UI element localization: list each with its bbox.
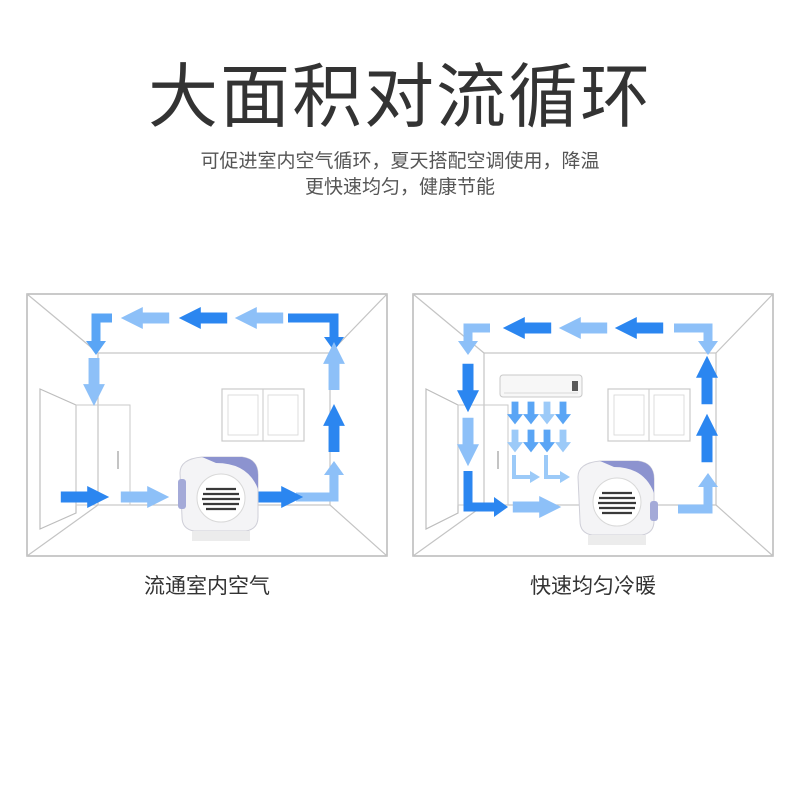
air-flow-arrows: [60, 307, 345, 508]
fan-icon: [178, 456, 259, 541]
cold-air-arrows: [507, 401, 571, 483]
air-flow-arrows: [457, 317, 718, 518]
subtitle-line-2: 更快速均匀，健康节能: [304, 176, 495, 198]
room-diagram-right: [412, 293, 774, 557]
window-icon: [607, 388, 691, 442]
air-conditioner-icon: [499, 374, 583, 398]
caption-heating-cooling: 快速均匀冷暖: [530, 574, 656, 598]
panel-heating-cooling: [412, 293, 774, 557]
subtitle-line-1: 可促进室内空气循环，夏天搭配空调使用，降温: [200, 150, 600, 172]
door-icon: [39, 388, 77, 530]
caption-air-circulation: 流通室内空气: [144, 574, 270, 598]
door-icon: [425, 388, 459, 530]
panel-air-circulation: [26, 293, 388, 557]
window-icon: [221, 388, 305, 442]
fan-icon: [577, 460, 658, 545]
room-diagram-left: [26, 293, 388, 557]
page-title: 大面积对流循环: [148, 56, 652, 138]
